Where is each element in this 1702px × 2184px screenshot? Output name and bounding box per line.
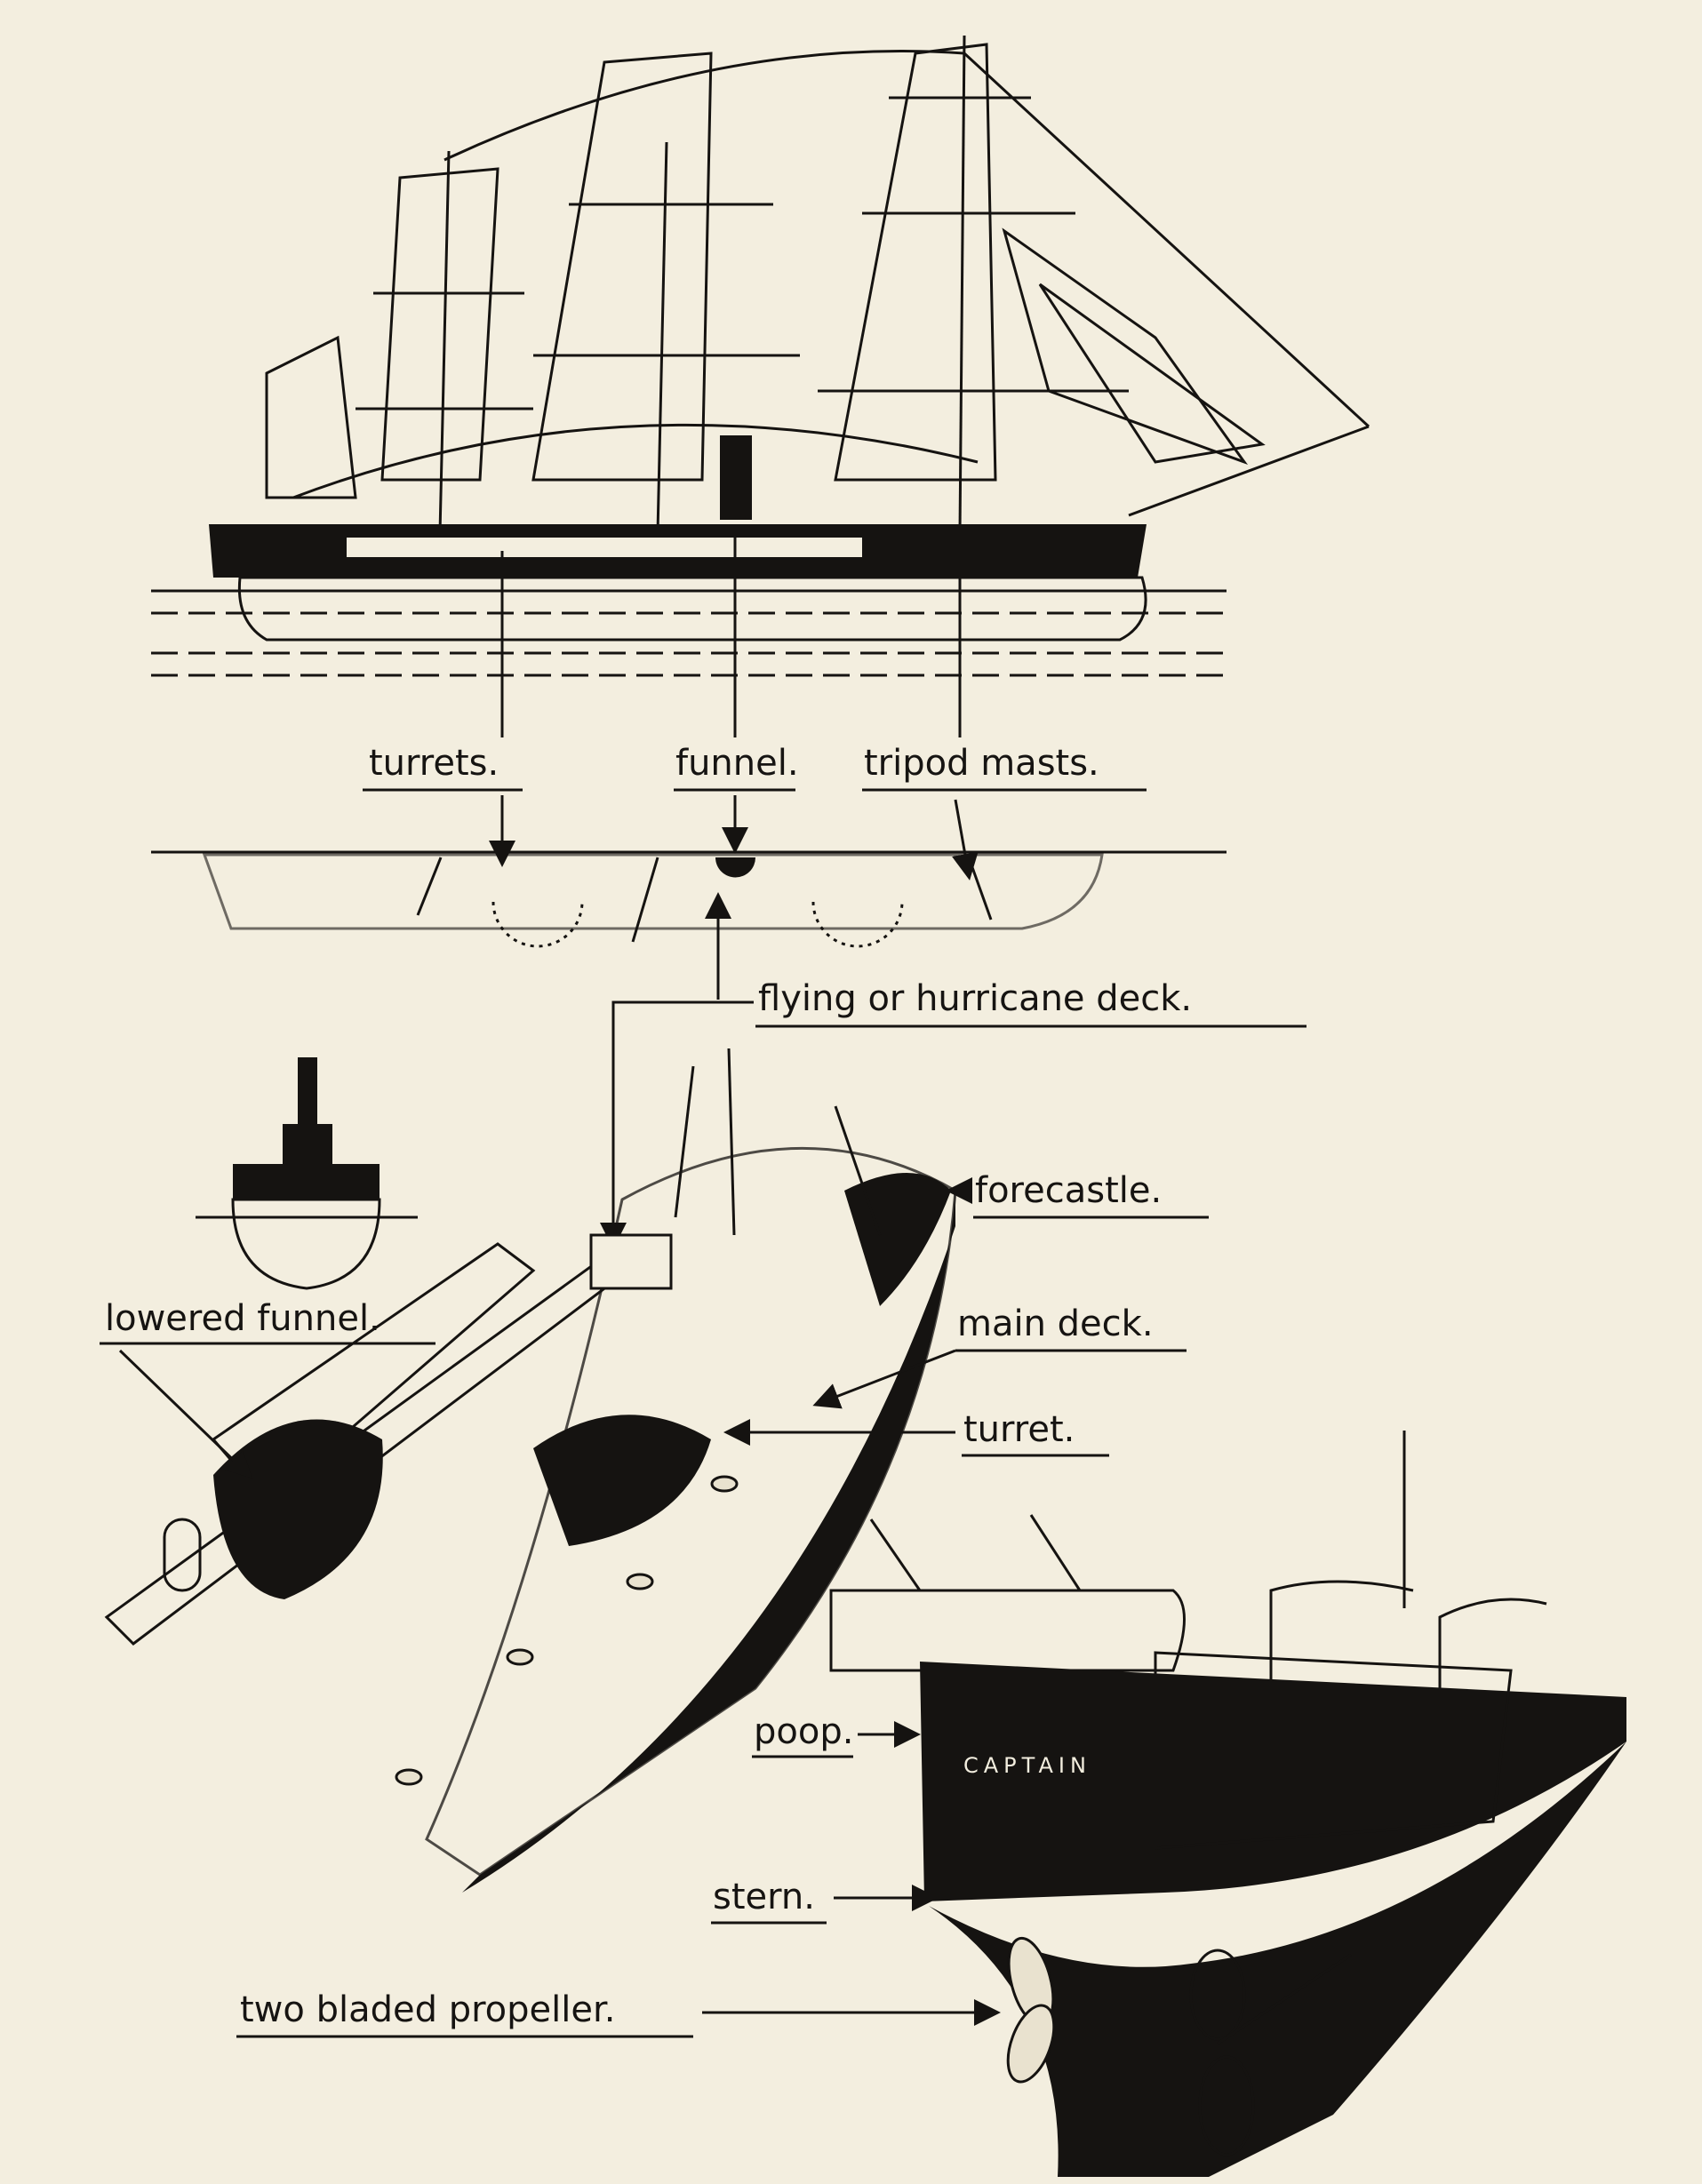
label-turrets: turrets. [369, 743, 499, 784]
funnel-shape [720, 435, 752, 520]
waterline [151, 589, 1227, 677]
label-lowered-funnel: lowered funnel. [105, 1298, 380, 1339]
label-main-deck: main deck. [957, 1303, 1154, 1344]
label-funnel: funnel. [675, 743, 799, 784]
label-forecastle: forecastle. [975, 1170, 1162, 1211]
label-tripod-masts: tripod masts. [864, 743, 1099, 784]
ship-name-lettering: CAPTAIN [963, 1753, 1091, 1778]
label-stern: stern. [713, 1877, 815, 1917]
deck-perspective [104, 1048, 957, 1893]
hull-lower [237, 576, 1147, 642]
ship-side-elevation [151, 35, 1370, 737]
sails [265, 43, 1266, 499]
lowered-funnel-shape [213, 1419, 383, 1599]
tripod-masts [292, 35, 1370, 534]
label-poop: poop. [754, 1711, 853, 1752]
label-turret: turret. [963, 1409, 1075, 1450]
label-hurricane-deck: flying or hurricane deck. [758, 978, 1192, 1019]
ship-plan-view [151, 795, 1227, 1000]
stern-view: CAPTAIN [829, 1431, 1626, 2177]
label-propeller: two bladed propeller. [240, 1989, 615, 2030]
cross-section [196, 1057, 418, 1290]
